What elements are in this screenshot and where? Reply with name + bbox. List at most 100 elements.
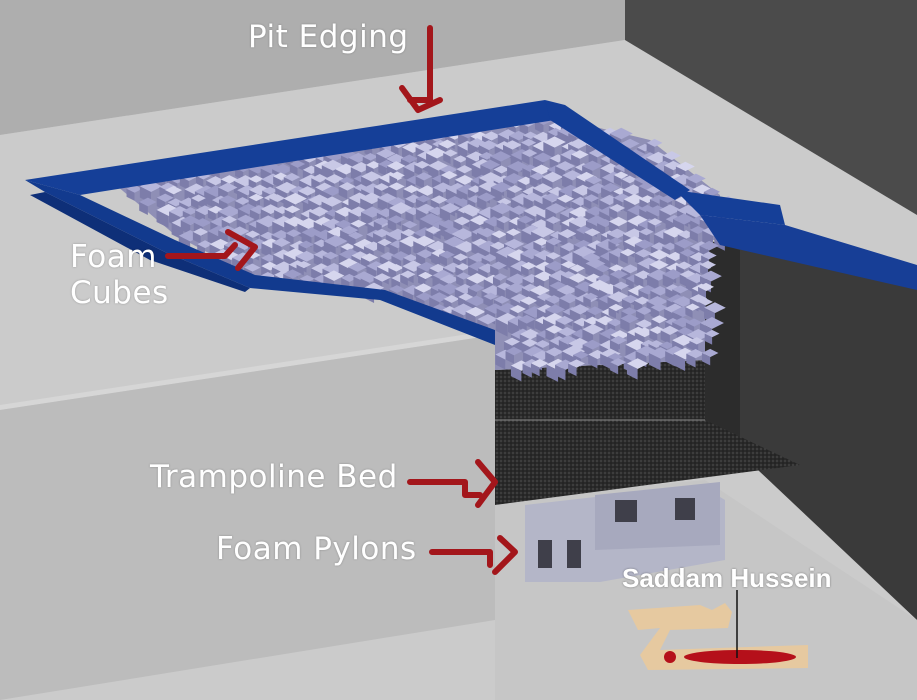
foam-cube xyxy=(543,136,566,148)
foam-cube-side xyxy=(673,353,686,371)
foam-cube xyxy=(156,193,174,203)
foam-cube-side xyxy=(490,187,502,204)
foam-cube-side xyxy=(322,255,331,268)
foam-cube-side xyxy=(490,265,499,279)
foam-cube xyxy=(532,183,553,194)
foam-cube-side xyxy=(388,267,397,280)
foam-cube xyxy=(648,249,670,260)
foam-cube-side xyxy=(191,198,199,210)
foam-cube xyxy=(520,138,537,147)
foam-cube xyxy=(521,262,537,270)
foam-cube xyxy=(560,260,577,269)
foam-cube xyxy=(360,253,379,262)
foam-cube-side xyxy=(555,364,566,381)
foam-cube-side xyxy=(156,209,169,228)
foam-cube xyxy=(649,259,669,270)
foam-cube xyxy=(283,269,302,279)
foam-cube-side xyxy=(496,219,504,231)
foam-cube xyxy=(456,272,471,280)
foam-cube xyxy=(490,151,512,162)
foam-cube xyxy=(236,214,255,224)
pit-right-wall xyxy=(705,240,917,620)
foam-cube xyxy=(646,138,663,147)
foam-cube xyxy=(443,295,460,303)
foam-cube xyxy=(376,148,396,159)
foam-cube xyxy=(465,295,488,307)
foam-cube xyxy=(608,264,625,273)
foam-cube-side xyxy=(521,153,530,165)
foam-cube xyxy=(260,162,284,175)
foam-cube xyxy=(620,313,639,324)
foam-cube-side xyxy=(530,363,540,377)
foam-cube xyxy=(662,269,684,280)
foam-cube xyxy=(439,202,461,214)
foam-cube-side xyxy=(679,252,688,265)
foam-cube xyxy=(503,238,525,250)
foam-cube xyxy=(299,275,315,283)
foam-cube-side xyxy=(139,201,148,216)
foam-pylons xyxy=(525,482,725,582)
foam-cube-side xyxy=(647,274,659,293)
foam-cube xyxy=(455,263,471,271)
foam-cube xyxy=(440,170,458,180)
foam-cube xyxy=(431,304,447,312)
label-pit-edging: Pit Edging xyxy=(248,19,409,55)
foam-cube xyxy=(432,182,454,193)
foam-cube xyxy=(659,204,682,216)
foam-cube xyxy=(638,285,658,295)
foam-cube-side xyxy=(517,219,526,232)
foam-cube xyxy=(639,228,654,236)
foam-cube-side xyxy=(439,208,451,224)
foam-cube-side xyxy=(400,274,408,286)
foam-cube xyxy=(218,182,238,193)
foam-cube xyxy=(248,193,264,202)
foam-cube xyxy=(477,314,499,325)
foam-cube xyxy=(283,248,308,261)
foam-cube xyxy=(467,283,485,293)
foam-cube xyxy=(686,328,711,341)
foam-cube xyxy=(505,346,523,356)
foam-cube-side xyxy=(648,352,661,371)
foam-cube xyxy=(309,206,330,217)
foam-cube xyxy=(662,242,679,251)
foam-cube xyxy=(482,131,501,141)
foam-cube-side xyxy=(698,301,706,313)
foam-cube xyxy=(402,260,426,272)
foam-cube xyxy=(674,195,695,206)
foam-cube xyxy=(649,194,668,204)
foam-cube xyxy=(533,237,550,246)
foam-cube-side xyxy=(492,276,501,288)
foam-cube xyxy=(634,327,655,338)
foam-cube xyxy=(389,171,405,180)
foam-cube-side xyxy=(348,235,356,247)
foam-cube-side xyxy=(439,254,447,267)
foam-cube-side xyxy=(635,310,645,324)
foam-cube xyxy=(295,250,318,262)
foam-cube xyxy=(469,215,490,226)
foam-cube xyxy=(439,274,460,285)
foam-cube-side xyxy=(689,340,697,352)
foam-cube xyxy=(568,273,588,283)
foam-cube xyxy=(453,216,471,226)
foam-cube xyxy=(191,194,206,202)
foam-cube-side xyxy=(453,158,461,170)
foam-cube xyxy=(505,282,527,294)
foam-cube-side xyxy=(620,318,630,333)
foam-cube-side xyxy=(387,219,397,232)
foam-cube xyxy=(415,292,434,301)
foam-cube-side xyxy=(180,220,191,235)
right-dark-wall xyxy=(625,0,917,215)
foam-cube xyxy=(425,226,442,234)
foam-cube xyxy=(549,281,568,291)
foam-cube-side xyxy=(273,176,281,188)
foam-cube-side xyxy=(568,363,577,377)
foam-cube xyxy=(400,228,417,237)
foam-cube-side xyxy=(338,263,350,280)
foam-cube xyxy=(353,271,375,282)
foam-cube xyxy=(275,181,299,194)
foam-cube xyxy=(545,216,561,224)
foam-cube-side xyxy=(378,164,387,177)
foam-cube xyxy=(660,325,680,335)
